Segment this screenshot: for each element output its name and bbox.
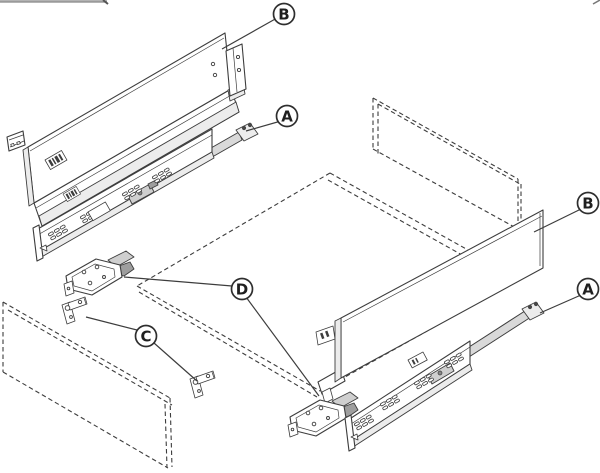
- part-label-a-right: A: [576, 277, 600, 301]
- label-plate: [407, 351, 428, 369]
- drawer-runner-right: [344, 301, 545, 452]
- part-label-a-top: A: [275, 104, 299, 128]
- part-label-b-top: B: [272, 2, 296, 26]
- label-letter: A: [582, 281, 594, 299]
- front-fixing-bracket-right: [189, 370, 216, 399]
- rear-bracket: [225, 43, 247, 102]
- runner-latch-detail: [127, 179, 159, 205]
- label-letter: B: [582, 195, 593, 213]
- part-label-c: C: [134, 324, 158, 348]
- dashed-back-panel: [372, 97, 522, 231]
- label-letter: A: [281, 108, 293, 126]
- part-label-b-right: B: [576, 191, 600, 215]
- cover-cap: [6, 130, 26, 152]
- leader-lines: [85, 17, 582, 397]
- label-letter: C: [140, 328, 151, 346]
- dashed-front-panel: [2, 301, 173, 469]
- label-letter: D: [236, 281, 248, 299]
- label-letter: B: [278, 6, 289, 24]
- crop-artifact-lines: [0, 0, 600, 5]
- part-label-d: D: [230, 277, 254, 301]
- label-plate: [87, 201, 111, 222]
- front-fixing-bracket-left: [61, 296, 88, 325]
- drawer-side-panel-right: [315, 209, 544, 404]
- drawer-runner-top: [32, 122, 259, 262]
- locking-device-left: [63, 250, 135, 297]
- runner-latch-detail: [427, 362, 455, 385]
- drawer-side-panel-top: [22, 32, 247, 227]
